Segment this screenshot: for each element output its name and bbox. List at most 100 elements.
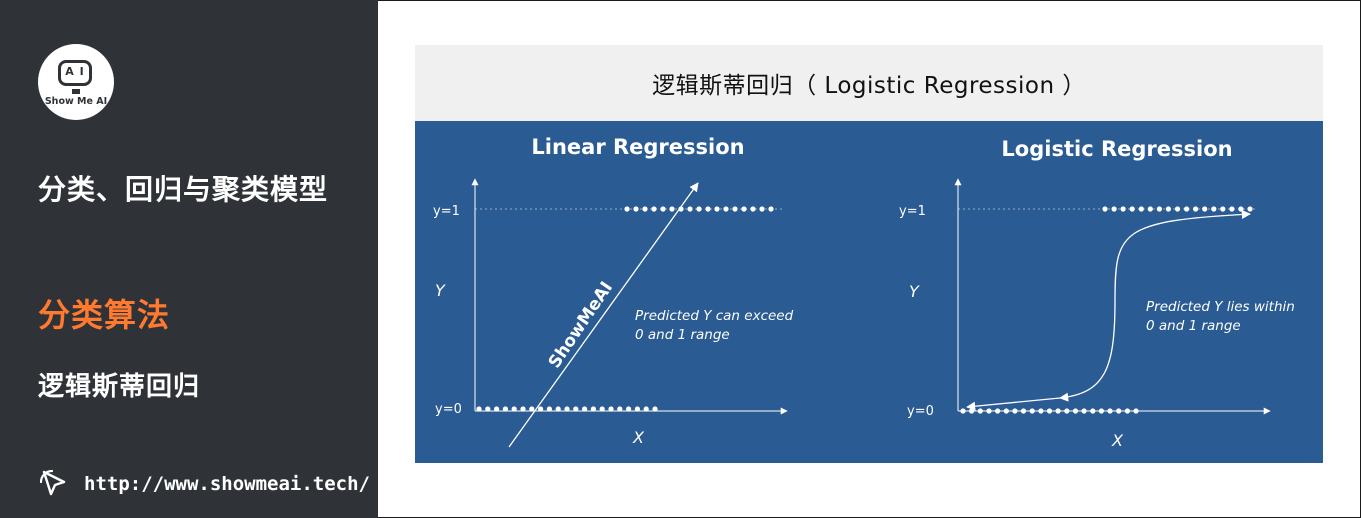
linear-note-line1: Predicted Y can exceed bbox=[635, 308, 794, 324]
data-point bbox=[599, 406, 605, 412]
data-point bbox=[573, 406, 579, 412]
data-point bbox=[511, 406, 517, 412]
subsection-title: 逻辑斯蒂回归 bbox=[38, 372, 201, 402]
logistic-class1-dots bbox=[1102, 206, 1253, 212]
data-point bbox=[617, 406, 623, 412]
data-point bbox=[642, 206, 648, 212]
section-title: 分类算法 bbox=[38, 296, 171, 334]
data-point bbox=[1129, 206, 1135, 212]
linear-class0-dots bbox=[476, 406, 658, 412]
data-point bbox=[969, 408, 975, 414]
robot-face-icon: A I bbox=[58, 60, 92, 86]
data-point bbox=[555, 406, 561, 412]
data-point bbox=[960, 408, 966, 414]
data-point bbox=[1138, 206, 1144, 212]
data-point bbox=[633, 206, 639, 212]
data-point bbox=[1165, 206, 1171, 212]
data-point bbox=[1147, 206, 1153, 212]
data-point bbox=[1046, 408, 1053, 414]
data-point bbox=[714, 206, 720, 212]
data-point bbox=[1038, 408, 1044, 414]
linear-y1-label: y=1 bbox=[433, 204, 460, 219]
data-point bbox=[1072, 408, 1079, 414]
data-point bbox=[590, 406, 596, 412]
logistic-regression-plot: Logistic Regression y=1 y=0 Y X Predicte… bbox=[899, 137, 1295, 450]
data-point bbox=[1193, 206, 1199, 212]
logistic-y1-label: y=1 bbox=[899, 204, 926, 219]
data-point bbox=[1120, 206, 1126, 212]
data-point bbox=[1156, 206, 1162, 212]
data-point bbox=[995, 408, 1001, 414]
website-url: http://www.showmeai.tech/ bbox=[84, 473, 370, 495]
data-point bbox=[529, 406, 535, 412]
data-point bbox=[660, 206, 666, 212]
data-point bbox=[1055, 408, 1061, 414]
data-point bbox=[582, 406, 588, 412]
linear-note-line2: 0 and 1 range bbox=[635, 327, 730, 343]
linear-class1-dots bbox=[624, 206, 774, 212]
data-point bbox=[652, 406, 658, 412]
data-point bbox=[986, 408, 992, 414]
linear-fit-line bbox=[508, 182, 699, 448]
data-point bbox=[741, 206, 747, 212]
data-point bbox=[1064, 408, 1070, 414]
sidebar: A I Show Me AI 分类、回归与聚类模型 分类算法 逻辑斯蒂回归 ht… bbox=[0, 0, 378, 518]
data-point bbox=[624, 206, 630, 212]
data-point bbox=[476, 406, 482, 412]
data-point bbox=[1107, 408, 1113, 414]
data-point bbox=[608, 406, 614, 412]
cursor-click-icon bbox=[39, 469, 66, 496]
logistic-note-line2: 0 and 1 range bbox=[1146, 318, 1241, 334]
showmeai-logo: A I Show Me AI bbox=[38, 44, 114, 120]
data-point bbox=[1116, 408, 1122, 414]
data-point bbox=[634, 406, 640, 412]
data-point bbox=[626, 406, 632, 412]
linear-x-axis-label: X bbox=[632, 428, 645, 447]
data-point bbox=[750, 206, 756, 212]
data-point bbox=[1174, 206, 1181, 212]
data-point bbox=[520, 406, 526, 412]
data-point bbox=[732, 206, 738, 212]
data-point bbox=[759, 206, 765, 212]
linear-regression-plot: Linear Regression y=1 y=0 Y X Predicted … bbox=[433, 135, 794, 448]
data-point bbox=[1247, 206, 1253, 212]
showmeai-watermark: ShowMeAI bbox=[545, 278, 617, 372]
data-point bbox=[546, 406, 552, 412]
logistic-title: Logistic Regression bbox=[1001, 137, 1232, 161]
data-point bbox=[485, 406, 491, 412]
website-link[interactable]: http://www.showmeai.tech/ bbox=[36, 466, 370, 502]
data-point bbox=[1133, 408, 1139, 414]
data-point bbox=[1090, 408, 1096, 414]
linear-y0-label: y=0 bbox=[435, 402, 462, 417]
data-point bbox=[643, 406, 649, 412]
data-point bbox=[1211, 206, 1217, 212]
data-point bbox=[1081, 408, 1087, 414]
data-point bbox=[651, 206, 657, 212]
data-point bbox=[1098, 408, 1104, 414]
data-point bbox=[1012, 408, 1018, 414]
data-point bbox=[564, 406, 570, 412]
data-point bbox=[1238, 206, 1244, 212]
data-point bbox=[1102, 206, 1108, 212]
data-point bbox=[1220, 206, 1226, 212]
data-point bbox=[1111, 206, 1117, 212]
logistic-sigmoid-curve bbox=[1059, 209, 1251, 402]
data-point bbox=[538, 406, 544, 412]
logistic-class0-dots bbox=[960, 408, 1139, 414]
linear-title: Linear Regression bbox=[531, 135, 744, 159]
data-point bbox=[696, 206, 702, 212]
logo-text: Show Me AI bbox=[44, 96, 108, 107]
logistic-y-axis-label: Y bbox=[909, 282, 920, 301]
logistic-y0-label: y=0 bbox=[907, 404, 934, 419]
data-point bbox=[1020, 408, 1027, 414]
data-point bbox=[977, 408, 983, 414]
data-point bbox=[768, 206, 774, 212]
logistic-note-line1: Predicted Y lies within bbox=[1146, 299, 1295, 315]
data-point bbox=[1003, 408, 1009, 414]
logistic-x-axis-label: X bbox=[1111, 431, 1124, 450]
data-point bbox=[1184, 206, 1190, 212]
data-point bbox=[1029, 408, 1035, 414]
data-point bbox=[1124, 408, 1130, 414]
data-point bbox=[1229, 206, 1235, 212]
data-point bbox=[1202, 206, 1208, 212]
